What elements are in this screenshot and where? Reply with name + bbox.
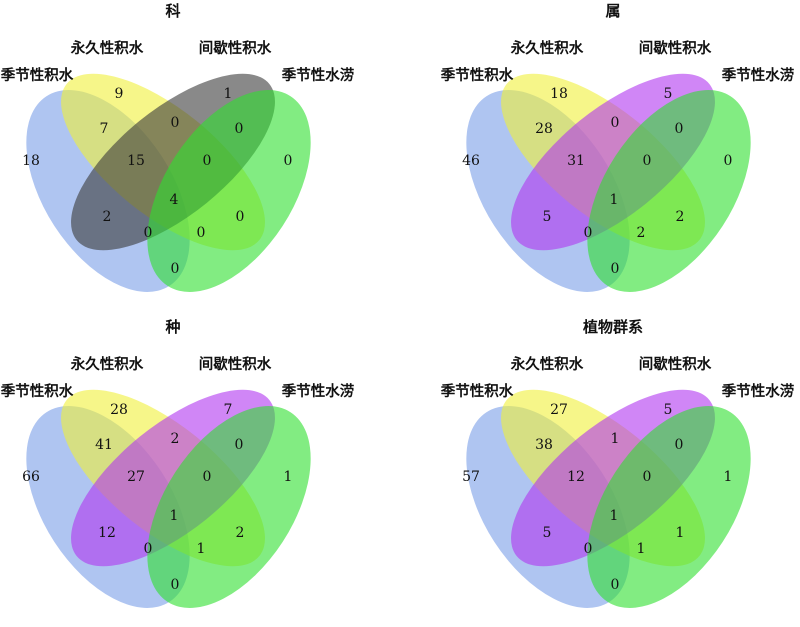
region-count-ad: 0 bbox=[171, 577, 180, 593]
region-count-bd: 2 bbox=[236, 525, 245, 541]
region-count-abcd: 1 bbox=[170, 508, 179, 524]
panel-title: 种 bbox=[164, 318, 180, 336]
region-count-a: 46 bbox=[462, 153, 480, 169]
set-label-seasonal-flood: 季节性水涝 bbox=[282, 66, 355, 84]
region-count-ac: 2 bbox=[103, 209, 112, 225]
set-label-intermittent-water: 间歇性积水 bbox=[639, 355, 712, 373]
set-label-seasonal-flood: 季节性水涝 bbox=[722, 66, 795, 84]
region-count-abd: 0 bbox=[197, 225, 206, 241]
region-count-c: 7 bbox=[224, 402, 233, 418]
region-count-acd: 0 bbox=[584, 541, 593, 557]
region-count-b: 28 bbox=[110, 402, 128, 418]
region-count-c: 1 bbox=[224, 86, 233, 102]
region-count-acd: 0 bbox=[144, 541, 153, 557]
region-count-ad: 0 bbox=[611, 577, 620, 593]
set-label-seasonal-pond: 季节性积水 bbox=[1, 382, 74, 400]
set-label-seasonal-pond: 季节性积水 bbox=[441, 66, 514, 84]
region-count-b: 27 bbox=[550, 402, 568, 418]
region-count-ab: 38 bbox=[535, 437, 553, 453]
region-count-ab: 7 bbox=[100, 121, 109, 137]
region-count-bcd: 0 bbox=[203, 153, 212, 169]
region-count-c: 5 bbox=[664, 86, 673, 102]
region-count-bc: 2 bbox=[171, 431, 180, 447]
set-label-seasonal-flood: 季节性水涝 bbox=[722, 382, 795, 400]
venn-set-seasonal-flood bbox=[587, 406, 751, 608]
set-label-intermittent-water: 间歇性积水 bbox=[199, 39, 272, 57]
region-count-acd: 0 bbox=[584, 225, 593, 241]
region-count-bc: 0 bbox=[611, 115, 620, 131]
set-label-seasonal-pond: 季节性积水 bbox=[1, 66, 74, 84]
region-count-cd: 0 bbox=[235, 121, 244, 137]
venn-set-seasonal-flood bbox=[587, 90, 751, 292]
region-count-ad: 0 bbox=[611, 261, 620, 277]
region-count-bcd: 0 bbox=[643, 153, 652, 169]
region-count-ac: 5 bbox=[543, 525, 552, 541]
region-count-b: 9 bbox=[115, 86, 124, 102]
region-count-abd: 1 bbox=[197, 541, 206, 557]
region-count-cd: 0 bbox=[235, 437, 244, 453]
region-count-cd: 0 bbox=[675, 437, 684, 453]
region-count-abd: 1 bbox=[637, 541, 646, 557]
region-count-d: 1 bbox=[284, 469, 293, 485]
region-count-a: 66 bbox=[22, 469, 40, 485]
region-count-bd: 1 bbox=[676, 525, 685, 541]
region-count-d: 1 bbox=[724, 469, 733, 485]
set-label-permanent-water: 永久性积水 bbox=[510, 39, 584, 57]
region-count-ac: 12 bbox=[98, 525, 116, 541]
region-count-abcd: 1 bbox=[610, 508, 619, 524]
panel-title: 植物群系 bbox=[583, 318, 643, 336]
region-count-d: 0 bbox=[284, 153, 293, 169]
panel-title: 科 bbox=[165, 2, 180, 20]
region-count-abc: 12 bbox=[567, 469, 585, 485]
set-label-permanent-water: 永久性积水 bbox=[70, 39, 144, 57]
region-count-abc: 15 bbox=[127, 153, 145, 169]
region-count-b: 18 bbox=[550, 86, 568, 102]
region-count-acd: 0 bbox=[144, 225, 153, 241]
region-count-bd: 2 bbox=[676, 209, 685, 225]
set-label-intermittent-water: 间歇性积水 bbox=[199, 355, 272, 373]
region-count-bcd: 0 bbox=[203, 469, 212, 485]
region-count-bc: 1 bbox=[611, 431, 620, 447]
region-count-ad: 0 bbox=[171, 261, 180, 277]
set-label-permanent-water: 永久性积水 bbox=[70, 355, 144, 373]
venn-set-seasonal-flood bbox=[147, 406, 311, 608]
region-count-ab: 41 bbox=[95, 437, 113, 453]
region-count-bcd: 0 bbox=[643, 469, 652, 485]
panel-title: 属 bbox=[605, 2, 620, 20]
region-count-abd: 2 bbox=[637, 225, 646, 241]
region-count-ac: 5 bbox=[543, 209, 552, 225]
venn-set-seasonal-flood bbox=[147, 90, 311, 292]
region-count-c: 5 bbox=[664, 402, 673, 418]
set-label-seasonal-flood: 季节性水涝 bbox=[282, 382, 355, 400]
set-label-permanent-water: 永久性积水 bbox=[510, 355, 584, 373]
region-count-d: 0 bbox=[724, 153, 733, 169]
region-count-abc: 31 bbox=[567, 153, 585, 169]
set-label-intermittent-water: 间歇性积水 bbox=[639, 39, 712, 57]
region-count-a: 18 bbox=[22, 153, 40, 169]
region-count-bc: 0 bbox=[171, 115, 180, 131]
region-count-abcd: 4 bbox=[170, 192, 179, 208]
region-count-abcd: 1 bbox=[610, 192, 619, 208]
set-label-seasonal-pond: 季节性积水 bbox=[441, 382, 514, 400]
region-count-cd: 0 bbox=[675, 121, 684, 137]
region-count-ab: 28 bbox=[535, 121, 553, 137]
region-count-abc: 27 bbox=[127, 469, 145, 485]
region-count-bd: 0 bbox=[236, 209, 245, 225]
region-count-a: 57 bbox=[462, 469, 480, 485]
